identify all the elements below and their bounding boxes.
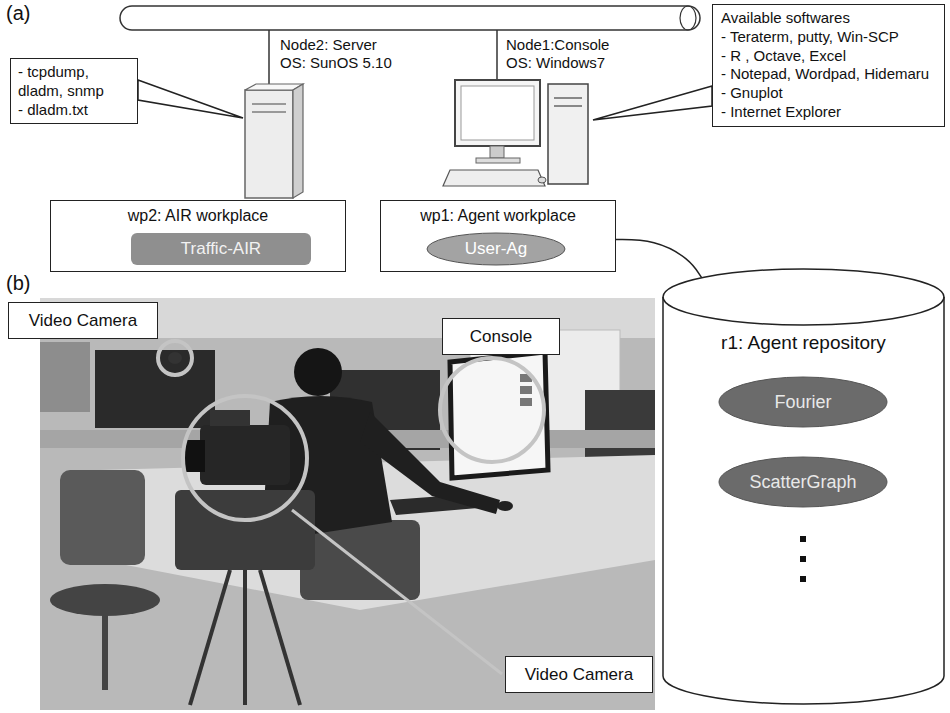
lab-photo bbox=[497, 501, 513, 511]
server-icon bbox=[252, 111, 286, 113]
computer-icon bbox=[538, 177, 546, 183]
network-bus bbox=[680, 6, 696, 30]
network-drop-line bbox=[268, 30, 270, 90]
repository-dots bbox=[800, 556, 806, 562]
node-title: Video Camera bbox=[514, 664, 644, 685]
node-title: - tcpdump, dladm, snmp bbox=[18, 63, 130, 101]
node-title: Video Camera bbox=[17, 310, 149, 331]
lab-photo bbox=[440, 358, 544, 462]
callout-tail bbox=[138, 80, 712, 120]
computer-icon bbox=[455, 80, 540, 146]
node-text: - Gnuplot bbox=[721, 84, 936, 103]
lab-photo bbox=[183, 396, 307, 520]
node-title: Console bbox=[451, 326, 551, 347]
computer-icon bbox=[554, 105, 582, 107]
panel-letter: (b) bbox=[6, 272, 30, 295]
lab-photo bbox=[40, 342, 90, 412]
repository-cylinder: r1: Agent repositoryFourierScatterGraph bbox=[662, 268, 945, 705]
lab-photo bbox=[40, 298, 655, 710]
server-icon bbox=[245, 90, 293, 198]
lab-photo bbox=[102, 600, 108, 690]
computer-icon bbox=[476, 158, 520, 163]
callout-tail bbox=[593, 86, 712, 120]
node-title: User-Ag bbox=[465, 238, 527, 259]
lab-photo bbox=[40, 298, 655, 710]
computer-icon bbox=[548, 84, 588, 184]
lab-photo bbox=[158, 341, 544, 520]
lab-photo bbox=[260, 570, 300, 705]
lab-photo bbox=[158, 341, 192, 375]
node-title: wp2: AIR workplace bbox=[57, 206, 339, 226]
lab-photo bbox=[294, 348, 342, 396]
network-bus bbox=[120, 6, 700, 30]
node-text: - R , Octave, Excel bbox=[721, 47, 936, 66]
photo-label-box: Video Camera bbox=[505, 656, 653, 693]
repository-dots bbox=[800, 536, 806, 582]
lab-photo bbox=[360, 412, 500, 514]
photo-label-box: Video Camera bbox=[8, 302, 158, 339]
node-title: Traffic-AIR bbox=[181, 238, 261, 259]
node-label: Node1:Console bbox=[506, 36, 609, 53]
cylinder-body bbox=[663, 297, 944, 704]
lab-photo bbox=[185, 440, 205, 472]
lab-photo bbox=[200, 425, 290, 485]
server-icon bbox=[252, 103, 286, 105]
callout-tail bbox=[138, 80, 243, 118]
node-text: - dladm.txt bbox=[18, 101, 130, 120]
lab-photo bbox=[210, 410, 250, 426]
agent-ellipse: ScatterGraph bbox=[718, 456, 888, 508]
node-text: - Internet Explorer bbox=[721, 103, 936, 122]
lab-photo bbox=[190, 570, 230, 705]
computer-icon bbox=[490, 146, 504, 158]
lab-photo bbox=[60, 470, 145, 565]
network-drop-line bbox=[496, 30, 498, 80]
repository-dots bbox=[800, 536, 806, 542]
network-bus bbox=[120, 6, 700, 30]
panel-letter: (a) bbox=[6, 2, 30, 25]
lab-photo bbox=[450, 352, 548, 478]
computer-icon bbox=[554, 97, 582, 99]
node-title: r1: Agent repository bbox=[668, 332, 939, 354]
os-label: OS: Windows7 bbox=[506, 54, 605, 71]
lab-photo bbox=[190, 570, 300, 705]
lab-photo bbox=[520, 386, 532, 394]
node-title: Fourier bbox=[774, 392, 831, 413]
lab-photo bbox=[168, 352, 182, 364]
repository-dots bbox=[800, 576, 806, 582]
workplace-box: wp2: AIR workplaceTraffic-AIR bbox=[50, 200, 346, 272]
lab-photo bbox=[243, 570, 247, 705]
computer-icon bbox=[443, 80, 588, 186]
lab-photo bbox=[520, 398, 532, 406]
callout-box: Available softwares- Teraterm, putty, Wi… bbox=[712, 4, 945, 127]
server-icon bbox=[293, 84, 303, 198]
lab-photo bbox=[292, 510, 502, 674]
node-title: ScatterGraph bbox=[749, 472, 856, 493]
node-text: - Teraterm, putty, Win-SCP bbox=[721, 28, 936, 47]
node-label: Node2: Server bbox=[280, 36, 377, 53]
air-box: Traffic-AIR bbox=[131, 233, 311, 265]
agent-ellipse: User-Ag bbox=[426, 232, 566, 266]
server-icon bbox=[245, 84, 303, 198]
os-label: OS: SunOS 5.10 bbox=[280, 54, 392, 71]
node-text: - Notepad, Wordpad, Hidemaru bbox=[721, 65, 936, 84]
ellipse-shape bbox=[719, 457, 887, 507]
agent-ellipse: Fourier bbox=[718, 376, 888, 428]
cylinder-top bbox=[663, 269, 944, 325]
node-title: Available softwares bbox=[721, 9, 936, 28]
lab-photo bbox=[585, 390, 655, 460]
node-title: wp1: Agent workplace bbox=[387, 206, 609, 226]
callout-box: - tcpdump, dladm, snmp- dladm.txt bbox=[10, 58, 138, 124]
ellipse-shape bbox=[719, 377, 887, 427]
computer-icon bbox=[443, 170, 545, 186]
lab-photo bbox=[175, 490, 315, 570]
ellipse-shape bbox=[427, 233, 565, 265]
photo-label-box: Console bbox=[442, 318, 560, 355]
computer-icon bbox=[461, 86, 534, 140]
connector-line bbox=[616, 240, 702, 278]
workplace-box: wp1: Agent workplaceUser-Ag bbox=[380, 200, 616, 272]
